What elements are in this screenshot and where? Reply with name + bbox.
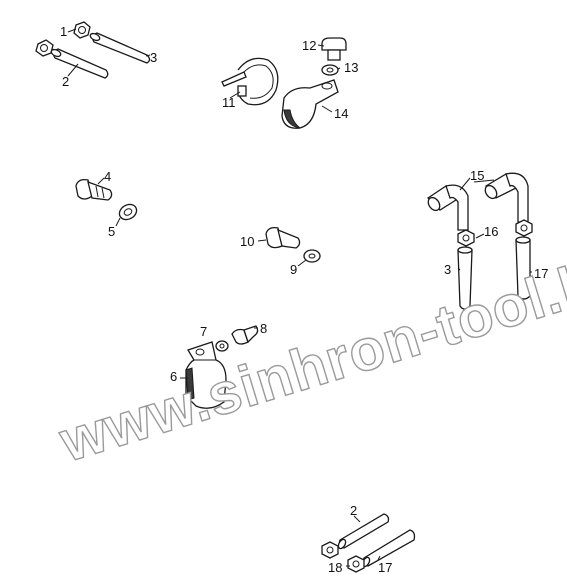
callout-label: 6: [170, 369, 177, 384]
p-clamp-part: [281, 79, 339, 129]
union-fitting-part: [426, 184, 469, 231]
callout-label: 16: [484, 224, 498, 239]
bracket-part: [185, 341, 227, 409]
nut-part: [347, 555, 365, 573]
part-group-top-left: [35, 21, 151, 79]
callout-label: 17: [378, 560, 392, 575]
callout-label: 11: [222, 95, 236, 110]
callout-label: 2: [350, 503, 357, 518]
callout-label: 4: [104, 169, 111, 184]
tube-part: [89, 32, 151, 64]
part-group-center: [257, 226, 321, 267]
tube-part: [337, 513, 390, 550]
watermark-text: www.sinhron-tool.kz: [52, 241, 567, 474]
bolt-part: [231, 325, 259, 345]
part-group-right: [426, 172, 533, 310]
callout-label: 9: [290, 262, 297, 277]
part-group-bottom: [321, 513, 416, 573]
washer-part: [215, 340, 229, 352]
part-group-bracket: [180, 325, 259, 409]
callout-label: 5: [108, 224, 115, 239]
nut-part: [73, 21, 91, 39]
cable-tie-part: [221, 57, 279, 106]
tube-part: [457, 246, 473, 310]
washer-part: [321, 64, 339, 76]
callout-label: 18: [328, 560, 342, 575]
callout-label: 1: [60, 24, 67, 39]
tube-part: [50, 48, 109, 79]
nut-part: [35, 39, 54, 57]
bolt-part: [265, 226, 301, 249]
callout-label: 12: [302, 38, 316, 53]
callout-labels: 1 2 3 12 13 11 14 4 5 15 16 10 9 3 17 7 …: [60, 24, 548, 575]
callout-label: 3: [444, 262, 451, 277]
callout-label: 7: [200, 324, 207, 339]
callout-label: 17: [534, 266, 548, 281]
tube-part: [515, 236, 531, 300]
callout-label: 13: [344, 60, 358, 75]
washer-part: [303, 249, 321, 263]
bolt-part: [321, 37, 347, 61]
callout-label: 2: [62, 74, 69, 89]
callout-label: 14: [334, 106, 348, 121]
callout-label: 3: [150, 50, 157, 65]
nut-part: [321, 541, 339, 559]
bolt-part: [75, 178, 113, 201]
callout-label: 8: [260, 321, 267, 336]
part-group-left-middle: [75, 177, 138, 227]
nut-part: [515, 219, 533, 237]
part-group-top-middle: [221, 37, 347, 129]
nut-part: [457, 229, 475, 247]
callout-label: 15: [470, 168, 484, 183]
washer-part: [118, 203, 138, 221]
callout-label: 10: [240, 234, 254, 249]
union-fitting-part: [484, 172, 529, 223]
